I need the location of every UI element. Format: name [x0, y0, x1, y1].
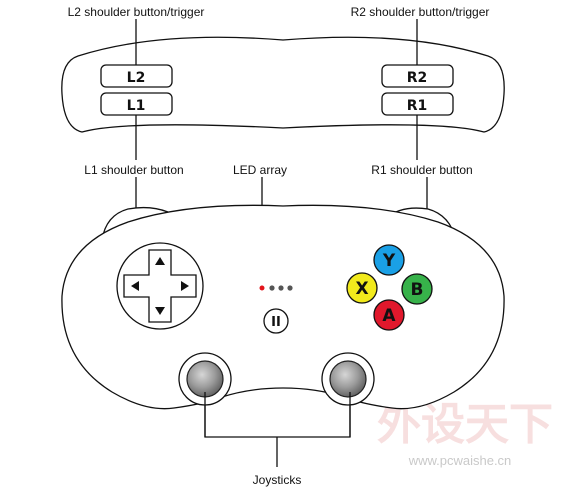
l1-button[interactable]: L1: [100, 92, 173, 116]
l2-button[interactable]: L2: [100, 64, 173, 88]
dpad-down-arrow-icon[interactable]: [155, 307, 165, 315]
dpad-left-arrow-icon[interactable]: [131, 281, 139, 291]
led-callout-label: LED array: [233, 163, 287, 177]
y-button[interactable]: Y: [373, 244, 405, 276]
joystick-bracket: [204, 392, 351, 438]
joystick-bracket-tops: [204, 392, 351, 437]
a-button-label: A: [382, 306, 396, 326]
dpad-up-arrow-icon[interactable]: [155, 257, 165, 265]
l1-callout-label: L1 shoulder button: [84, 163, 183, 177]
b-button-label: B: [411, 280, 424, 300]
joysticks-callout-label: Joysticks: [253, 473, 302, 487]
left-joystick[interactable]: [178, 352, 232, 406]
l1-button-label: L1: [127, 98, 146, 114]
a-button[interactable]: A: [373, 299, 405, 331]
y-button-label: Y: [382, 251, 396, 271]
x-button-label: X: [355, 279, 368, 299]
r1-button[interactable]: R1: [381, 92, 454, 116]
b-button[interactable]: B: [401, 273, 433, 305]
watermark-url: www.pcwaishe.cn: [408, 453, 512, 468]
right-joystick[interactable]: [321, 352, 375, 406]
right-joystick-cap[interactable]: [329, 360, 367, 398]
r1-button-label: R1: [407, 98, 428, 114]
r2-button-label: R2: [407, 70, 428, 86]
controller-front: II Y X B A: [61, 204, 505, 410]
dpad[interactable]: [116, 242, 204, 330]
r1-callout-label: R1 shoulder button: [371, 163, 472, 177]
r2-callout-label: R2 shoulder button/trigger: [351, 5, 490, 19]
pause-button[interactable]: II: [263, 308, 289, 334]
dpad-right-arrow-icon[interactable]: [181, 281, 189, 291]
face-buttons: Y X B A: [346, 244, 433, 331]
led-indicator: [269, 285, 275, 291]
left-joystick-cap[interactable]: [186, 360, 224, 398]
shoulder-view: L2 L1 R2 R1: [61, 36, 505, 133]
watermark: 外设天下 www.pcwaishe.cn: [377, 399, 553, 468]
dpad-cross: [123, 249, 197, 323]
led-indicator-active: [259, 285, 265, 291]
x-button[interactable]: X: [346, 272, 378, 304]
led-indicator: [287, 285, 293, 291]
l2-callout-label: L2 shoulder button/trigger: [68, 5, 205, 19]
pause-icon: II: [271, 315, 281, 330]
l2-button-label: L2: [127, 70, 146, 86]
led-array: [259, 285, 293, 291]
led-indicator: [278, 285, 284, 291]
r2-button[interactable]: R2: [381, 64, 454, 88]
